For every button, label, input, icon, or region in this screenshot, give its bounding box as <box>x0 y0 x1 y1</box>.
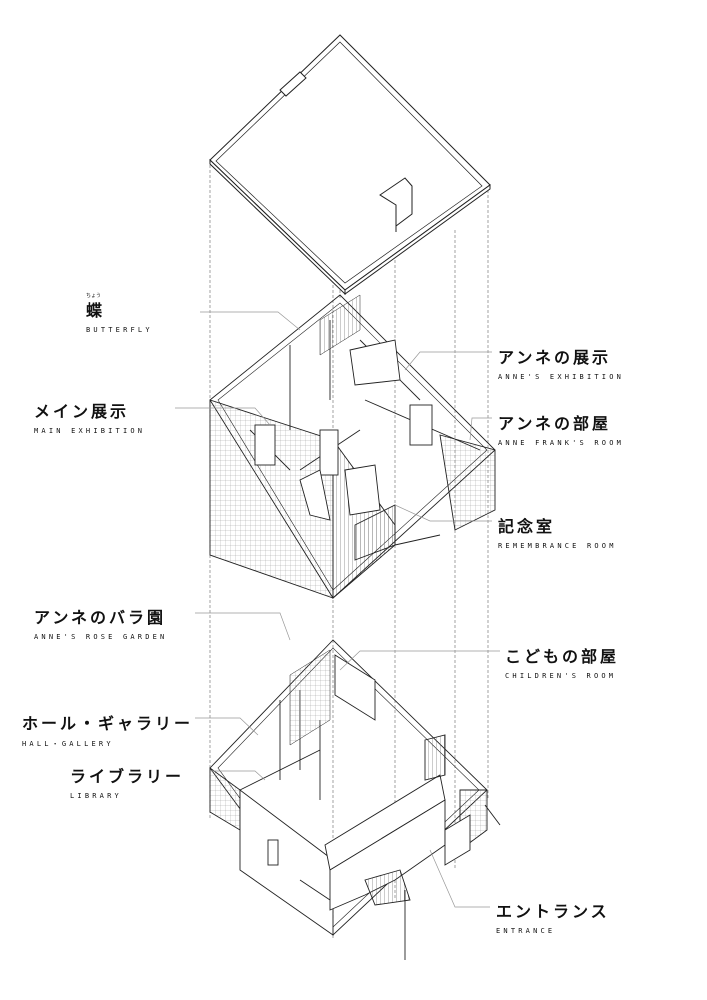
entrance-en: ENTRANCE <box>496 927 556 935</box>
anne-exhibition-jp: アンネの展示 <box>498 348 612 367</box>
library-jp: ライブラリー <box>70 767 185 786</box>
children-room-en: CHILDREN'S ROOM <box>505 672 617 680</box>
label-children-room: こどもの部屋 CHILDREN'S ROOM <box>505 643 619 680</box>
label-anne-room: アンネの部屋 ANNE FRANK'S ROOM <box>498 410 624 447</box>
library-en: LIBRARY <box>70 792 122 800</box>
hall-gallery-jp: ホール・ギャラリー <box>22 714 194 733</box>
label-remembrance-room: 記念室 REMEMBRANCE ROOM <box>498 513 617 550</box>
lower-floor-block <box>209 639 501 960</box>
entrance-jp: エントランス <box>496 902 610 921</box>
main-exhibition-jp: メイン展示 <box>34 402 130 421</box>
label-anne-exhibition: アンネの展示 ANNE'S EXHIBITION <box>498 344 624 381</box>
anne-room-en: ANNE FRANK'S ROOM <box>498 439 625 447</box>
roof-plate <box>209 34 491 296</box>
label-main-exhibition: メイン展示 MAIN EXHIBITION <box>34 398 145 435</box>
children-room-jp: こどもの部屋 <box>505 647 620 666</box>
upper-floor-block <box>209 294 496 599</box>
anne-room-jp: アンネの部屋 <box>498 414 612 433</box>
rose-garden-en: ANNE'S ROSE GARDEN <box>34 633 168 641</box>
butterfly-en: BUTTERFLY <box>86 326 153 334</box>
remembrance-room-jp: 記念室 <box>498 517 556 536</box>
label-rose-garden: アンネのバラ園 ANNE'S ROSE GARDEN <box>34 604 167 641</box>
label-hall-gallery: ホール・ギャラリー HALL・GALLERY <box>22 710 193 749</box>
butterfly-ruby: ちょう <box>86 293 102 299</box>
main-exhibition-en: MAIN EXHIBITION <box>34 427 146 435</box>
leader-lines <box>175 311 500 908</box>
label-entrance: エントランス ENTRANCE <box>496 898 610 935</box>
label-library: ライブラリー LIBRARY <box>70 763 184 800</box>
butterfly-jp: 蝶 <box>86 301 106 320</box>
hall-gallery-en: HALL・GALLERY <box>22 740 114 748</box>
remembrance-room-en: REMEMBRANCE ROOM <box>498 542 617 550</box>
rose-garden-jp: アンネのバラ園 <box>34 608 167 627</box>
anne-exhibition-en: ANNE'S EXHIBITION <box>498 373 625 381</box>
label-butterfly: ちょう 蝶 BUTTERFLY <box>86 292 153 334</box>
